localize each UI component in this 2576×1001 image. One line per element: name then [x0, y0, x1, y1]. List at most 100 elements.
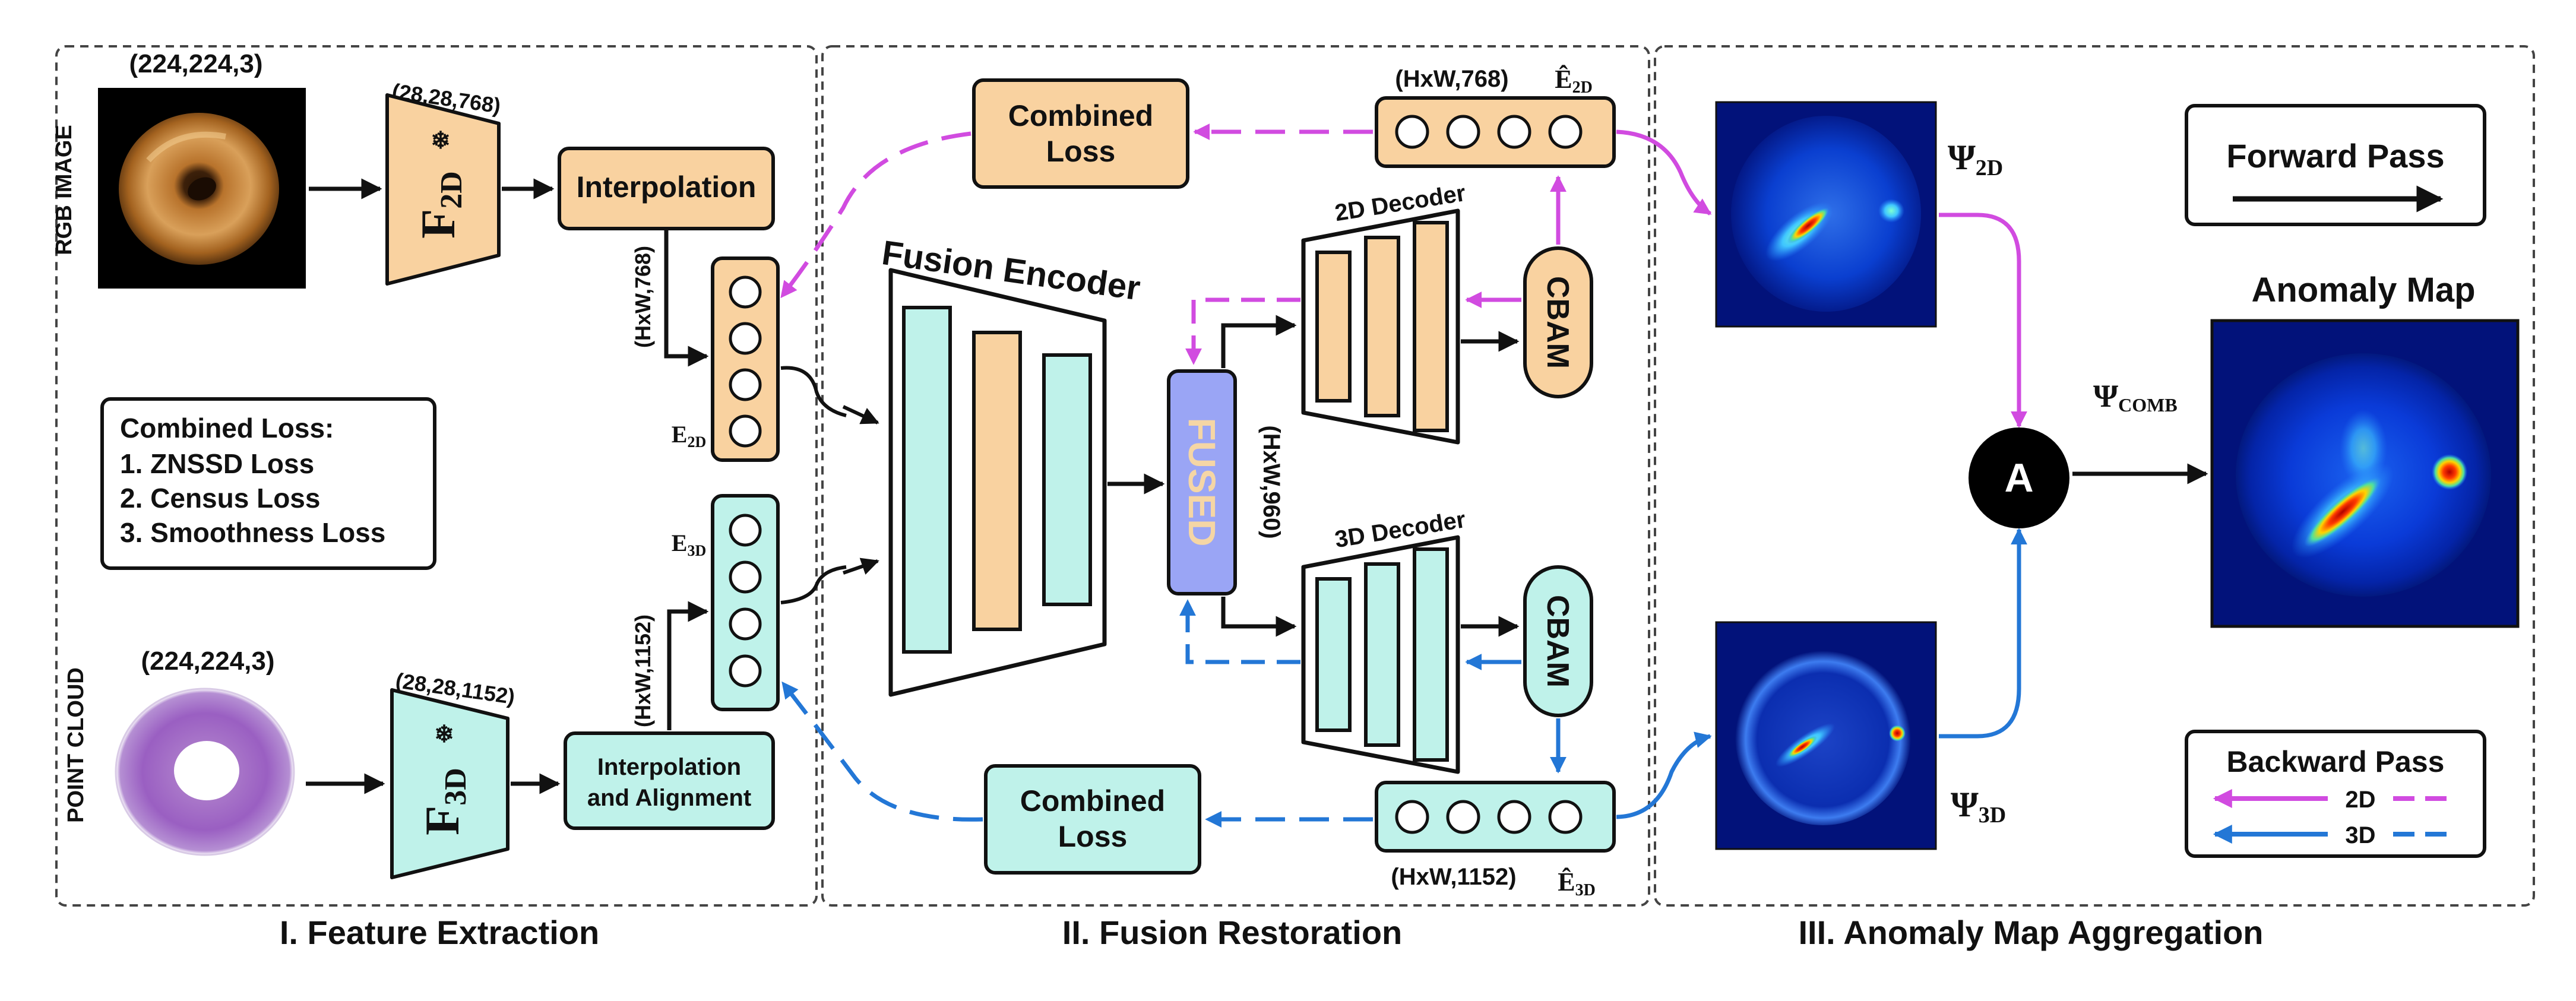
backward-decoder-2d-to-fused	[1185, 297, 1300, 365]
legend-3d-label: 3D	[2345, 822, 2375, 848]
interpolation-box-2d	[558, 147, 775, 230]
decoder-2d-block	[1413, 221, 1449, 432]
pc-dims: (224,224,3)	[141, 647, 274, 676]
psi-2d-heatmap	[1715, 101, 1937, 328]
aggregator-node	[1969, 427, 2069, 528]
f2d-label: F2D	[411, 171, 469, 239]
combined-loss-legend-title: Combined Loss:	[120, 413, 334, 444]
rec-3d-feature-stack	[1375, 781, 1616, 853]
decoder-2d-block	[1364, 236, 1400, 417]
cbam-2d	[1523, 246, 1593, 398]
arrow-psi-3d-to-aggregator	[1939, 528, 2027, 739]
combined-loss-legend	[100, 397, 436, 570]
anomaly-map-heatmap	[2210, 319, 2520, 628]
combined-loss-2d-line2: Loss	[1046, 135, 1116, 168]
fused-dims: (HxW,960)	[1258, 425, 1284, 538]
aggregator-label: A	[2004, 455, 2033, 500]
pc-side-label: POINT CLOUD	[64, 667, 88, 823]
backward-decoder-3d-to-fused	[1179, 599, 1300, 664]
f2d-extractor	[385, 93, 501, 286]
backward-loss-to-e2d	[780, 131, 971, 299]
arrow-psi-2d-to-aggregator	[1939, 213, 2027, 428]
interpolation-label-3d-line1: Interpolation	[597, 754, 741, 780]
frame-anomaly-aggregation	[1654, 45, 2535, 907]
f3d-label: F3D	[415, 768, 473, 835]
legend-3d-label-bg	[2331, 821, 2390, 848]
fused-block	[1167, 369, 1237, 595]
connector-e2d-encoder	[780, 366, 847, 417]
arrow-rec-2d-to-psi-2d	[1616, 129, 1712, 216]
psi-comb-label: ΨCOMB	[2093, 378, 2178, 416]
decoder-3d-block	[1315, 577, 1352, 732]
psi-3d-heatmap	[1715, 621, 1937, 850]
rgb-side-label: RGB IMAGE	[52, 125, 77, 255]
psi-2d-label: Ψ2D	[1948, 138, 2003, 180]
rgb-dims: (224,224,3)	[129, 49, 262, 78]
f3d-frozen-icon: ❄	[434, 721, 454, 747]
forward-pass-label: Forward Pass	[2226, 137, 2444, 175]
combined-loss-item: 2. Census Loss	[120, 483, 320, 514]
combined-loss-3d-line2: Loss	[1058, 820, 1128, 853]
legend-2d-label-bg	[2331, 785, 2390, 812]
combined-loss-3d-line1: Combined	[1020, 784, 1165, 818]
anomaly-map-title: Anomaly Map	[2251, 271, 2475, 309]
rec-2d-feature-cells	[1395, 115, 1583, 149]
psi-3d-label: Ψ3D	[1951, 785, 2006, 828]
arrow-interp-to-e2d	[664, 230, 709, 367]
e3d-dims: (HxW,1152)	[631, 614, 655, 727]
arrow-fused-to-2d-decoder	[1221, 315, 1297, 368]
cbam-3d-label: CBAM	[1540, 595, 1575, 688]
section-title-feature-extraction: I. Feature Extraction	[280, 914, 599, 951]
encoder-block-2d	[972, 331, 1022, 631]
interpolation-label-3d-line2: and Alignment	[587, 785, 751, 811]
combined-loss-2d-box	[972, 78, 1189, 189]
forward-pass-legend	[2185, 104, 2486, 226]
encoder-block-3d	[902, 306, 952, 654]
arrow-rec-3d-to-psi-3d	[1616, 731, 1712, 819]
arrow-e3d-to-encoder	[843, 557, 879, 575]
backward-loss-to-e3d	[781, 681, 983, 822]
combined-loss-item: 1. ZNSSD Loss	[120, 448, 314, 479]
legend-2d-label: 2D	[2345, 787, 2375, 813]
rgb-image	[98, 88, 306, 289]
section-title-fusion-restoration: II. Fusion Restoration	[1062, 914, 1402, 951]
cbam-3d	[1523, 565, 1593, 717]
arrow-interp-to-e3d	[667, 601, 709, 730]
decoder-3d-block	[1364, 562, 1400, 747]
e3d-label: E3D	[672, 530, 706, 559]
interpolation-box-3d	[564, 731, 775, 830]
rec-3d-feature-cells	[1395, 800, 1583, 834]
decoder-2d-block	[1315, 251, 1352, 403]
e2d-feature-cells	[729, 275, 762, 448]
e2d-label: E2D	[672, 421, 706, 451]
e2d-feature-stack	[711, 256, 780, 462]
e3d-feature-cells	[729, 514, 762, 688]
cbam-2d-label: CBAM	[1540, 276, 1575, 369]
e3d-feature-stack	[711, 494, 780, 711]
rec-2d-dims: (HxW,768)	[1395, 66, 1508, 92]
fused-label: FUSED	[1181, 418, 1223, 547]
section-title-anomaly-aggregation: III. Anomaly Map Aggregation	[1798, 914, 2263, 951]
interpolation-label-2d: Interpolation	[577, 170, 757, 204]
rec-3d-dims: (HxW,1152)	[1391, 864, 1516, 890]
combined-loss-3d-box	[984, 764, 1201, 875]
arrow-e2d-to-encoder	[842, 405, 879, 425]
encoder-block-3d-2	[1042, 353, 1092, 606]
section-frames	[55, 45, 2535, 907]
frame-fusion-restoration	[821, 45, 1650, 907]
combined-loss-2d-line1: Combined	[1008, 99, 1153, 132]
frame-feature-extraction	[55, 45, 818, 907]
f2d-frozen-icon: ❄	[431, 128, 451, 154]
combined-loss-item: 3. Smoothness Loss	[120, 517, 385, 548]
connector-e3d-encoder	[780, 565, 847, 604]
rec-2d-feature-stack	[1375, 96, 1616, 168]
rec-3d-label: Ê3D	[1558, 867, 1596, 899]
rec-2d-label: Ê2D	[1555, 65, 1593, 97]
arrow-fused-to-3d-decoder	[1221, 597, 1297, 637]
point-cloud-image	[115, 688, 295, 856]
f3d-extractor	[390, 688, 509, 879]
backward-pass-label: Backward Pass	[2227, 745, 2445, 778]
decoder-3d-block	[1413, 547, 1449, 762]
e2d-dims: (HxW,768)	[631, 246, 655, 348]
